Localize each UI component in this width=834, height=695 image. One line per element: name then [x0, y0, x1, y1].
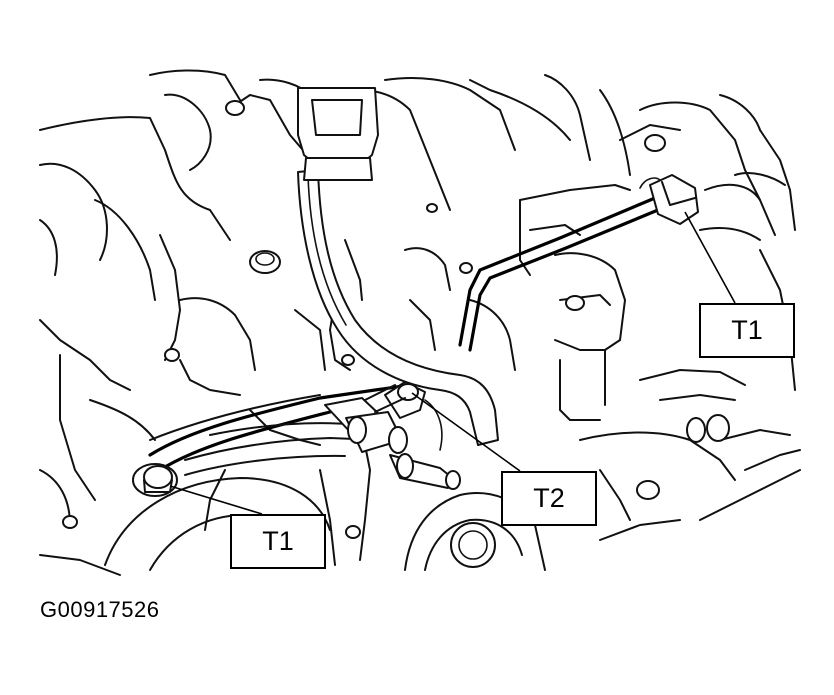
callout-t1-bracket-bolt: T1	[230, 514, 326, 569]
leader-lines	[169, 211, 736, 515]
engine-block-outline	[39, 69, 801, 576]
pulley-housing	[104, 477, 546, 571]
callout-t1-upper-fitting: T1	[699, 303, 795, 358]
bolt-heads	[62, 100, 730, 539]
bracket-bolt	[132, 463, 178, 497]
lower-bracket-assembly	[132, 381, 461, 497]
callout-t2-union: T2	[501, 471, 597, 526]
upper-oil-pipe	[458, 172, 786, 352]
oil-dipstick-tube	[297, 87, 499, 446]
figure-identifier: G00917526	[40, 597, 160, 622]
